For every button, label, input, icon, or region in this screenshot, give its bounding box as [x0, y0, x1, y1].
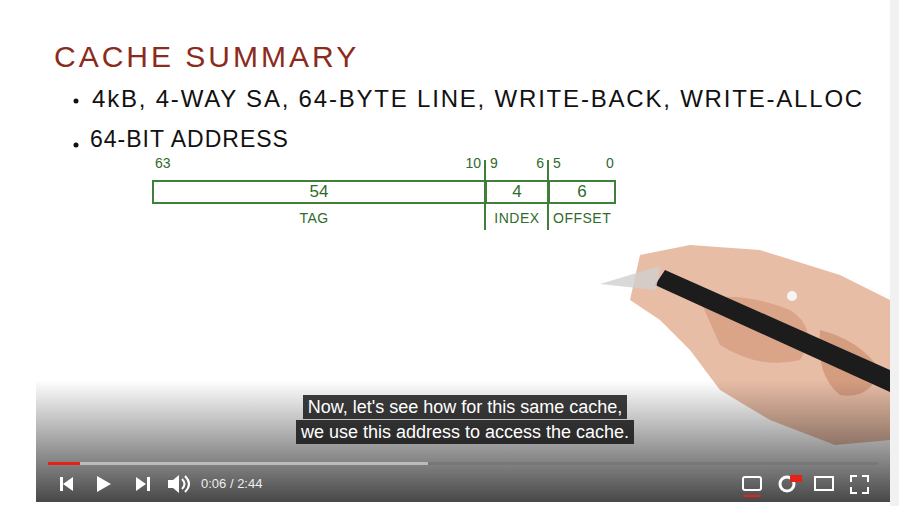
- address-field: 6OFFSET: [548, 180, 616, 226]
- bullet-dot: [74, 143, 79, 148]
- player-controls: [60, 475, 868, 497]
- bit-number: 10: [465, 156, 481, 171]
- subtitle-line: we use this address to access the cache.: [296, 420, 634, 444]
- field-name: OFFSET: [548, 210, 616, 226]
- bullet-dot: [74, 99, 79, 104]
- bit-number: 5: [553, 156, 561, 171]
- field-box: 4: [485, 180, 549, 204]
- spec-line: 64-BIT ADDRESS: [90, 127, 289, 152]
- field-name: INDEX: [485, 210, 549, 226]
- field-box: 54: [152, 180, 486, 204]
- page-strip: [890, 0, 899, 506]
- progress-played: [48, 462, 80, 465]
- progress-track: [48, 462, 878, 465]
- subtitle-line: Now, let's see how for this same cache,: [303, 395, 628, 419]
- control-shade: [36, 380, 890, 502]
- bit-number: 63: [155, 156, 171, 171]
- address-field: 4INDEX: [485, 180, 549, 226]
- field-name: TAG: [152, 210, 486, 226]
- bit-number: 9: [490, 156, 498, 171]
- spec-line: 4kB, 4-WAY SA, 64-BYTE LINE, WRITE-BACK,…: [92, 86, 864, 112]
- progress-buffer: [48, 462, 428, 465]
- diagram-title: CACHE SUMMARY: [54, 40, 359, 73]
- bit-number: 6: [536, 156, 544, 171]
- bit-number: 0: [606, 156, 614, 171]
- field-box: 6: [548, 180, 616, 204]
- address-field: 54TAG: [152, 180, 486, 226]
- time-display: 0:06 / 2:44: [201, 477, 262, 491]
